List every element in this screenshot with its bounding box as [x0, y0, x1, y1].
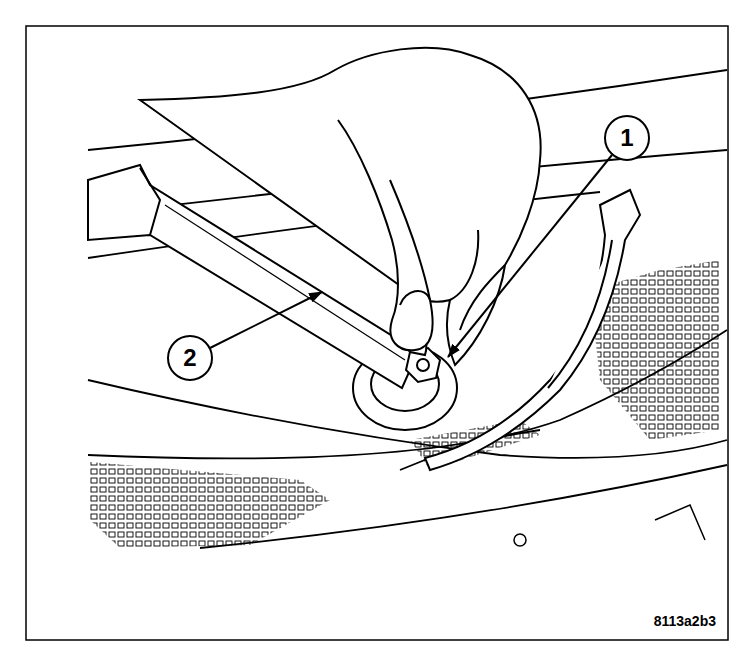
figure-code: 8113a2b3 [654, 614, 716, 628]
panel-edge [655, 505, 705, 540]
leader-lines [210, 155, 612, 357]
fastener-hole [514, 534, 526, 546]
frame [26, 26, 728, 640]
callout-number: 1 [620, 126, 633, 150]
callout-circles [168, 116, 649, 380]
callout-number: 2 [183, 346, 196, 370]
